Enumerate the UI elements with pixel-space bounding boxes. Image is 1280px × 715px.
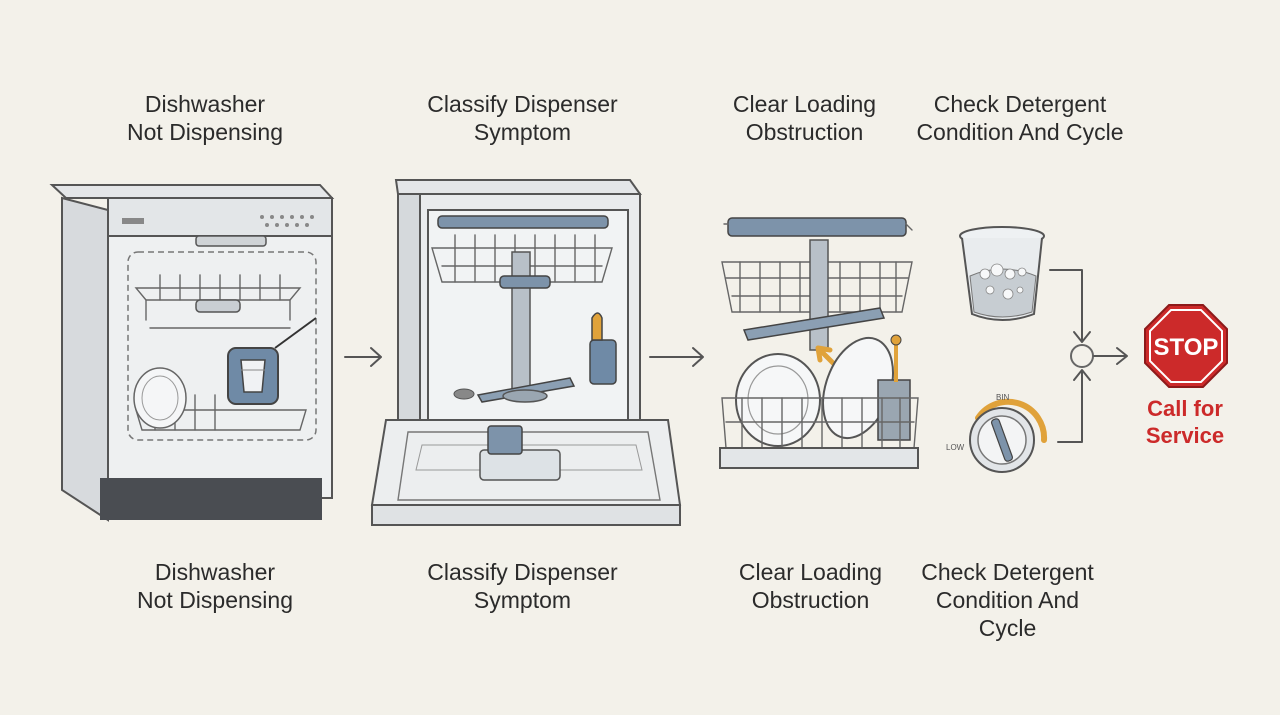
step-4-title: Check Detergent Condition And Cycle [916, 91, 1124, 145]
arrow-right-icon [344, 347, 382, 367]
step-3-title: Clear Loading Obstruction [732, 91, 877, 145]
dial-high-label: BIN [996, 393, 1010, 402]
temperature-dial-icon: LOW BIN [946, 393, 1048, 473]
arrow-right-icon [649, 347, 704, 367]
step-4-caption: Check Detergent Condition And Cycle [921, 559, 1094, 641]
step-2-caption: Classify Dispenser Symptom [427, 559, 618, 613]
step-3-caption: Clear Loading Obstruction [738, 559, 883, 613]
stop-sign-text: STOP [1154, 334, 1219, 361]
step-1-caption: Dishwasher Not Dispensing [137, 559, 293, 613]
detergent-cup-icon [959, 226, 1045, 321]
call-for-service-label: Call for Service [1145, 396, 1225, 448]
dish-rack-icon [719, 217, 919, 469]
step-2-title: Classify Dispenser Symptom [427, 91, 618, 145]
dishwasher-closed-icon [49, 184, 335, 522]
dial-low-label: LOW [946, 443, 965, 452]
dishwasher-open-icon [370, 179, 682, 526]
stop-sign-icon: STOP [1144, 304, 1228, 388]
step-1-title: Dishwasher Not Dispensing [127, 91, 283, 145]
merge-connector [1049, 269, 1128, 443]
